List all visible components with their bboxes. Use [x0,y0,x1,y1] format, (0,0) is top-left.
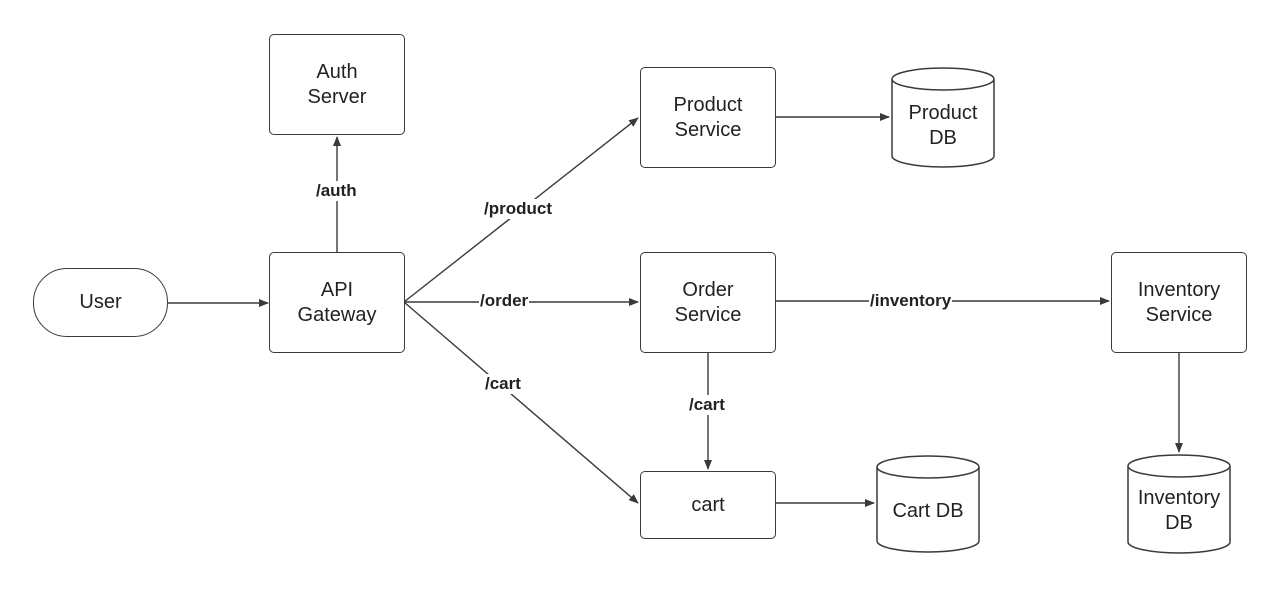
cart-node[interactable]: cart [640,471,776,539]
auth-server-label: Auth Server [307,60,367,108]
auth-server-node[interactable]: Auth Server [269,34,405,135]
database-cylinder-icon [876,455,980,553]
product-service-label: Product Service [673,93,743,141]
cart-db-node[interactable]: Cart DB [876,455,980,553]
inventory-service-node[interactable]: Inventory Service [1111,252,1247,353]
edge-label-product: /product [483,199,553,219]
edge-label-cart-gateway: /cart [484,374,522,394]
user-label: User [79,291,122,313]
edge-label-inventory: /inventory [869,291,953,311]
order-service-node[interactable]: Order Service [640,252,776,353]
edge-label-order: /order [479,291,530,311]
order-service-label: Order Service [674,278,742,326]
cart-label: cart [691,493,725,516]
cart-db-label: Cart DB [892,500,964,522]
inventory-db-label: Inventory DB [1137,487,1221,534]
product-service-node[interactable]: Product Service [640,67,776,168]
edge-label-cart-order: /cart [688,395,726,415]
inventory-db-node[interactable]: Inventory DB [1127,454,1231,554]
edge-gateway-to-cart [403,301,639,504]
edge-label-auth: /auth [315,181,358,201]
user-node[interactable]: User [33,268,168,337]
api-gateway-node[interactable]: API Gateway [269,252,405,353]
api-gateway-label: API Gateway [297,278,377,326]
product-db-label: Product DB [908,102,978,149]
database-cylinder-icon [1127,454,1231,554]
product-db-node[interactable]: Product DB [891,67,995,168]
inventory-service-label: Inventory Service [1137,278,1221,326]
database-cylinder-icon [891,67,995,168]
